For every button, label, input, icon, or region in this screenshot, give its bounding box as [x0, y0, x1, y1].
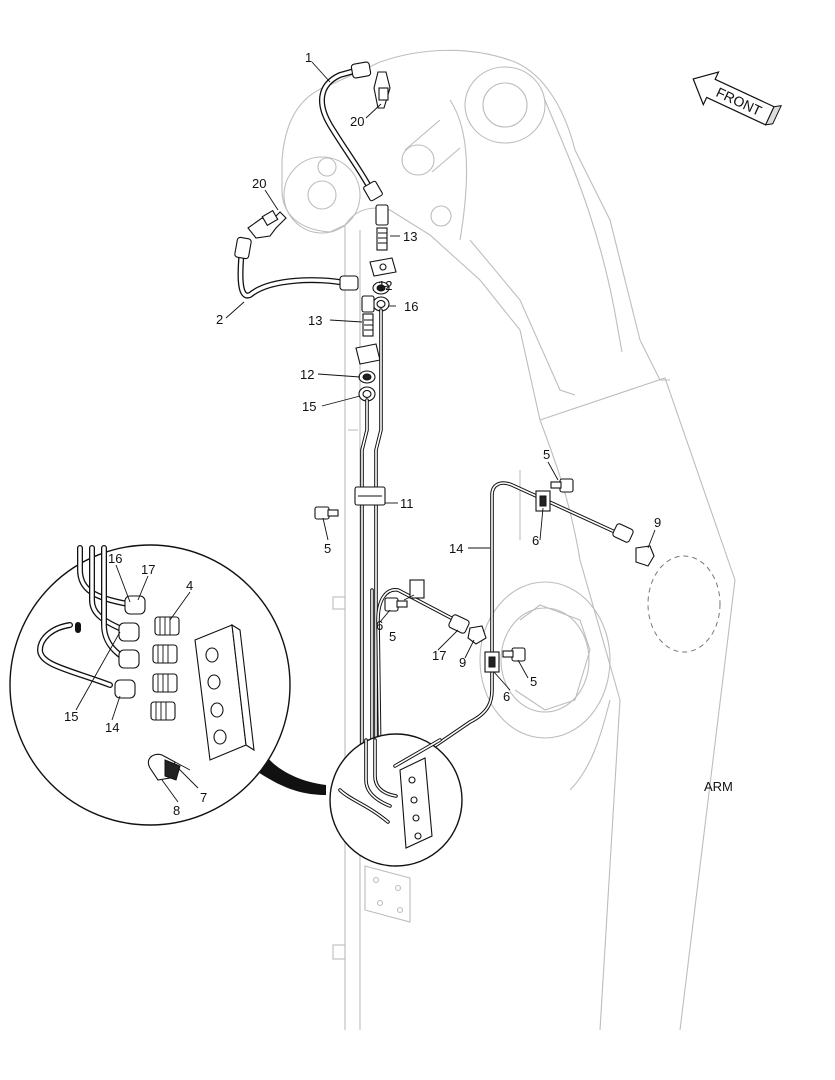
- manifold-block: [194, 623, 255, 761]
- label-part-5-right: 5: [530, 674, 537, 689]
- label-part-11: 11: [400, 496, 414, 511]
- bolt-5-upper: [550, 478, 574, 493]
- front-label: FRONT: [714, 84, 765, 119]
- label-part-5-upper: 5: [543, 447, 550, 462]
- fitting-16-upper: [372, 296, 390, 312]
- nut-12-lower: [358, 370, 376, 384]
- fitting-13-lower: [361, 295, 375, 337]
- bolt-5-right: [502, 647, 526, 662]
- callout-wedge: [258, 758, 326, 795]
- tube-14-upper: [386, 481, 634, 780]
- cap-7-8: [147, 753, 191, 781]
- label-part-17-detail: 17: [141, 562, 155, 577]
- clamp-6-lower: [484, 651, 500, 673]
- label-part-17-right: 17: [432, 648, 446, 663]
- label-part-20-upper: 20: [350, 114, 364, 129]
- label-part-15-detail: 15: [64, 709, 78, 724]
- label-part-6-upper: 6: [532, 533, 539, 548]
- hose-1: [318, 61, 383, 202]
- bolt-5-left: [314, 506, 339, 520]
- label-part-13-upper: 13: [403, 229, 417, 244]
- fitting-20-upper: [373, 71, 391, 109]
- label-part-15-lower: 15: [302, 399, 316, 414]
- large-detail-circle: [9, 544, 291, 826]
- arm-structure: [281, 49, 736, 1031]
- elbow-9-upper: [635, 545, 655, 567]
- label-part-4: 4: [186, 578, 193, 593]
- label-part-14-detail: 14: [105, 720, 119, 735]
- label-part-8: 8: [173, 803, 180, 818]
- bolt-5-mid: [384, 597, 408, 612]
- tube-14-lower: [376, 588, 470, 770]
- label-part-9-upper: 9: [654, 515, 661, 530]
- label-part-13-lower: 13: [308, 313, 322, 328]
- front-direction-arrow: FRONT: [692, 71, 783, 126]
- fitting-13-upper: [375, 204, 389, 251]
- label-part-5-mid: 5: [389, 629, 396, 644]
- clamp-11: [354, 486, 386, 506]
- part-labels: 1 20 20 13 12 16 2 13 12 15 11 5 5 14 6 …: [64, 50, 661, 818]
- fittings-column: [114, 595, 146, 699]
- label-part-1: 1: [305, 50, 312, 65]
- label-part-2: 2: [216, 312, 223, 327]
- label-part-6-left: 6: [376, 618, 383, 633]
- nut-12-upper: [372, 281, 390, 295]
- arm-label: ARM: [704, 779, 733, 794]
- label-part-6-lower: 6: [503, 689, 510, 704]
- adapters-4: [150, 616, 180, 721]
- label-part-14-right: 14: [449, 541, 463, 556]
- label-part-9-lower: 9: [459, 655, 466, 670]
- plate-upper: [369, 257, 397, 277]
- label-part-20-left: 20: [252, 176, 266, 191]
- fitting-15-lower: [358, 386, 376, 402]
- label-part-5-left: 5: [324, 541, 331, 556]
- label-part-12-lower: 12: [300, 367, 314, 382]
- small-detail-circle: [329, 733, 463, 867]
- label-part-12-upper: 12: [378, 278, 392, 293]
- fitting-20-left: [247, 209, 287, 239]
- label-part-16-detail: 16: [108, 551, 122, 566]
- leader-lines: [75, 61, 656, 803]
- label-part-16-upper: 16: [404, 299, 418, 314]
- label-part-7: 7: [200, 790, 207, 805]
- elbow-9-lower: [467, 625, 487, 645]
- clamp-6-left: [409, 579, 425, 599]
- plate-lower: [355, 343, 381, 365]
- hose-2: [234, 236, 359, 299]
